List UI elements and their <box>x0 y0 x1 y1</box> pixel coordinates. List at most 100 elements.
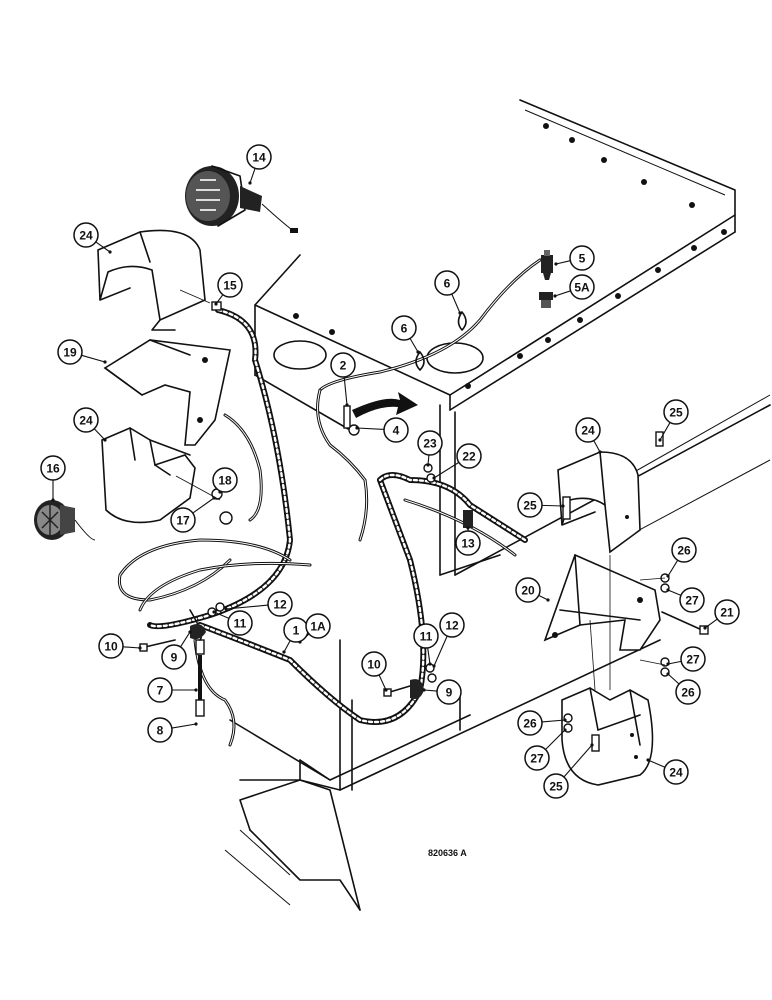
callout-c11a: 11 <box>227 610 253 636</box>
callout-c11b: 11 <box>413 623 439 649</box>
callout-c10b: 10 <box>361 651 387 677</box>
callout-leader-tip-c24b <box>103 438 107 442</box>
callout-leader-c26c <box>667 673 680 685</box>
callout-label: 24 <box>669 766 683 780</box>
callout-leader-tip-c6a <box>458 311 462 315</box>
callout-leader-tip-c4 <box>355 426 359 430</box>
callout-circle <box>675 679 701 705</box>
callout-leader-tip-c1 <box>282 650 286 654</box>
callout-circle <box>147 717 173 743</box>
callout-c9a: 9 <box>161 644 187 670</box>
callout-leader-c11b <box>427 647 431 665</box>
callout-circle <box>217 272 243 298</box>
callout-c1: 1 <box>283 617 309 643</box>
callout-c27b: 27 <box>680 646 706 672</box>
callout-circle <box>680 646 706 672</box>
callout-c7: 7 <box>147 677 173 703</box>
callout-label: 24 <box>79 414 93 428</box>
callout-c8: 8 <box>147 717 173 743</box>
callout-circle <box>569 274 595 300</box>
callout-label: 15 <box>223 279 237 293</box>
callout-circle <box>543 773 569 799</box>
callout-label: 25 <box>549 780 563 794</box>
callout-leader-tip-c6b <box>416 350 420 354</box>
callout-leader-tip-c24d <box>646 758 650 762</box>
callout-circle <box>515 577 541 603</box>
callout-c24d: 24 <box>663 759 689 785</box>
callout-label: 13 <box>461 537 475 551</box>
callout-leader-c14 <box>249 168 256 184</box>
callout-label: 27 <box>530 752 544 766</box>
lamp-guard-24-lower <box>101 427 196 524</box>
callout-c21: 21 <box>714 599 740 625</box>
tail-lamp-16 <box>34 500 96 541</box>
callout-circle <box>663 399 689 425</box>
callout-c25a: 25 <box>663 399 689 425</box>
callout-c24a: 24 <box>73 222 99 248</box>
callout-c9b: 9 <box>436 679 462 705</box>
callout-leader-tip-c16 <box>51 498 55 502</box>
callout-leader-tip-c11a <box>212 610 216 614</box>
callout-c5: 5 <box>569 245 595 271</box>
lamp-bracket-20 <box>543 553 709 651</box>
callout-circle <box>383 417 409 443</box>
callout-leader-c25c <box>563 744 593 778</box>
callout-label: 26 <box>677 544 691 558</box>
callout-circle <box>267 591 293 617</box>
callout-leader-c27b <box>667 660 682 665</box>
callout-circle <box>569 245 595 271</box>
callout-leader-c8 <box>171 723 197 729</box>
callout-circle <box>436 679 462 705</box>
callout-circle <box>147 677 173 703</box>
callout-label: 1A <box>310 620 326 634</box>
callout-c15: 15 <box>217 272 243 298</box>
callout-label: 11 <box>420 630 433 644</box>
callout-c6b: 6 <box>391 315 417 341</box>
callout-label: 11 <box>234 617 247 631</box>
callout-label: 7 <box>157 684 164 698</box>
callout-c4: 4 <box>383 417 409 443</box>
callout-leader-tip-c25a <box>658 438 662 442</box>
callout-c22: 22 <box>456 443 482 469</box>
callout-circle <box>439 612 465 638</box>
callout-c6a: 6 <box>434 270 460 296</box>
callout-leader-tip-c21 <box>703 626 707 630</box>
callout-label: 24 <box>79 229 93 243</box>
callout-leader-c17 <box>192 497 215 514</box>
callout-c14: 14 <box>246 144 272 170</box>
callout-label: 9 <box>171 651 178 665</box>
callout-circle <box>679 587 705 613</box>
callout-label: 2 <box>340 359 347 373</box>
callout-leader-tip-c13 <box>466 526 470 530</box>
callout-circle <box>575 417 601 443</box>
callout-leader-tip-c9b <box>422 688 426 692</box>
callout-leader-tip-c27c <box>563 728 567 732</box>
callout-circle <box>246 144 272 170</box>
callout-leader-c27c <box>545 729 566 750</box>
callout-leader-c11a <box>213 611 230 619</box>
hood-rivets <box>293 123 727 389</box>
callout-leader-c6a <box>451 293 461 314</box>
callout-leader-tip-c22 <box>432 476 436 480</box>
callout-circle <box>391 315 417 341</box>
callout-leader-tip-c12a <box>224 607 228 611</box>
direction-arrow <box>352 392 418 418</box>
lamp-guard-24-right <box>557 431 664 554</box>
callout-circle <box>517 492 543 518</box>
callout-circle <box>212 467 238 493</box>
callout-leader-tip-c15 <box>214 302 218 306</box>
work-lamp-14 <box>185 165 298 233</box>
callout-leader-tip-c11b <box>428 662 432 666</box>
callout-label: 18 <box>218 474 232 488</box>
callout-c17: 17 <box>170 507 196 533</box>
callout-c24b: 24 <box>73 407 99 433</box>
callout-c10a: 10 <box>98 633 124 659</box>
callout-label: 19 <box>63 346 77 360</box>
callout-circle <box>434 270 460 296</box>
callout-label: 26 <box>681 686 695 700</box>
callout-label: 10 <box>104 640 118 654</box>
sender-5 <box>541 250 553 280</box>
lamp-bracket-19 <box>103 339 231 446</box>
